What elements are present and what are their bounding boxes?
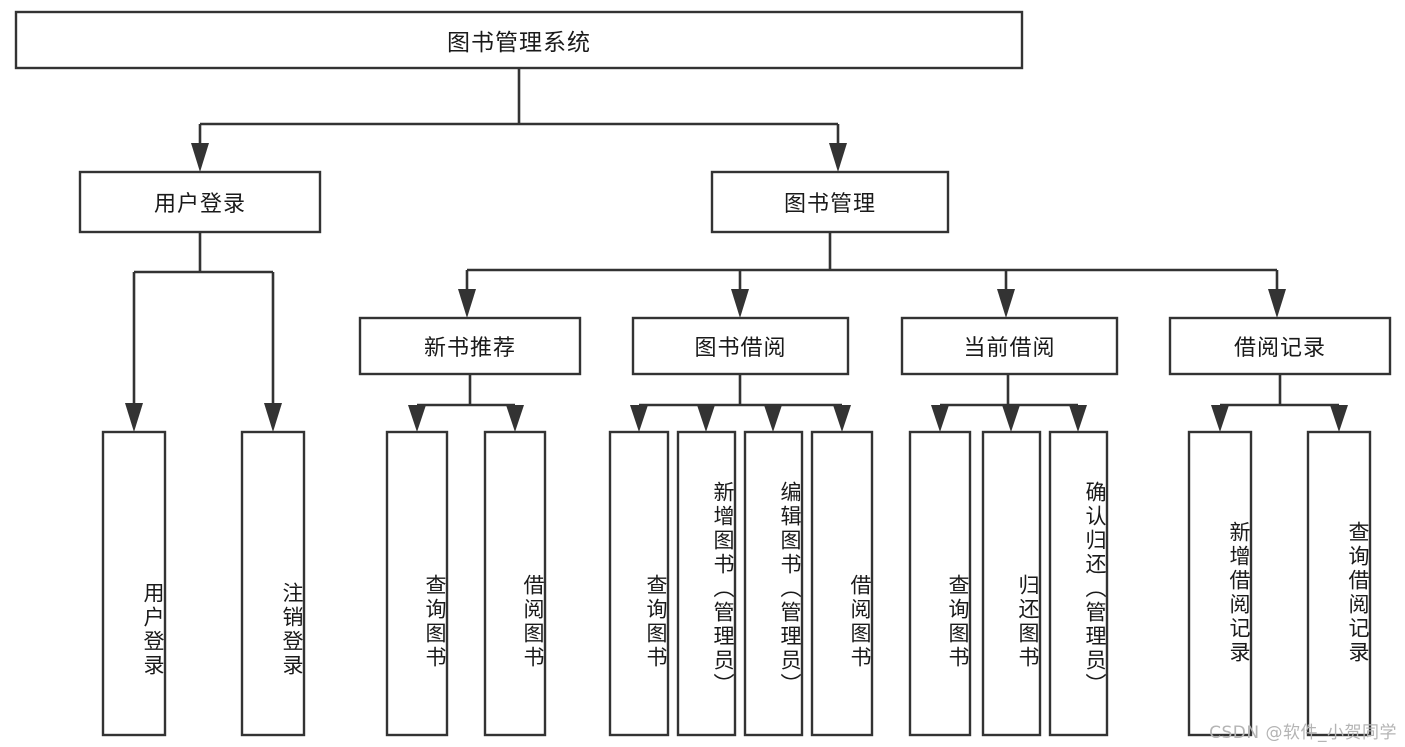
node-box-new-book-recommend[interactable] [358, 316, 582, 376]
leaf-box-5[interactable] [676, 430, 737, 737]
leaf-box-8[interactable] [908, 430, 972, 737]
node-box-root[interactable] [14, 10, 1024, 70]
arrow-head-user-login [191, 143, 209, 172]
arrow-head-leaf-2 [408, 405, 426, 432]
arrow-head-leaf-5 [697, 405, 715, 432]
csdn-watermark: CSDN @软件_小贺同学 [1209, 723, 1397, 743]
leaf-box-11[interactable] [1187, 430, 1253, 737]
connector-user-login-to-leaves [125, 232, 282, 432]
leaf-box-2[interactable] [385, 430, 449, 737]
leaf-box-0[interactable] [101, 430, 167, 737]
leaf-box-7[interactable] [810, 430, 874, 737]
arrow-head-new-book [458, 289, 476, 318]
leaf-box-10[interactable] [1048, 430, 1109, 737]
arrow-head-leaf-4 [630, 405, 648, 432]
node-box-borrow-records[interactable] [1168, 316, 1392, 376]
leaf-box-3[interactable] [483, 430, 547, 737]
arrow-head-leaf-1 [264, 403, 282, 432]
arrow-head-current [997, 289, 1015, 318]
leaf-box-9[interactable] [981, 430, 1042, 737]
connector-records-to-leaves [1211, 374, 1348, 432]
connector-root-to-level1 [191, 68, 847, 172]
arrow-head-records [1268, 289, 1286, 318]
connector-book-mgmt-to-level2 [458, 232, 1286, 318]
arrow-head-leaf-6 [764, 405, 782, 432]
arrow-head-leaf-0 [125, 403, 143, 432]
arrow-head-leaf-8 [931, 405, 949, 432]
arrow-head-leaf-11 [1211, 405, 1229, 432]
node-box-current-borrow[interactable] [900, 316, 1119, 376]
leaf-box-6[interactable] [743, 430, 804, 737]
node-box-book-management[interactable] [710, 170, 950, 234]
connector-borrow-to-leaves [630, 374, 851, 432]
leaf-box-4[interactable] [608, 430, 670, 737]
arrow-head-book-mgmt [829, 143, 847, 172]
arrow-head-leaf-7 [833, 405, 851, 432]
connector-new-book-to-leaves [408, 374, 524, 432]
node-box-user-login[interactable] [78, 170, 322, 234]
arrow-head-leaf-9 [1002, 405, 1020, 432]
arrow-head-borrow [731, 289, 749, 318]
leaf-box-12[interactable] [1306, 430, 1372, 737]
leaf-box-1[interactable] [240, 430, 306, 737]
connector-current-to-leaves [931, 374, 1087, 432]
arrow-head-leaf-3 [506, 405, 524, 432]
arrow-head-leaf-10 [1069, 405, 1087, 432]
arrow-head-leaf-12 [1330, 405, 1348, 432]
node-box-book-borrow[interactable] [631, 316, 850, 376]
